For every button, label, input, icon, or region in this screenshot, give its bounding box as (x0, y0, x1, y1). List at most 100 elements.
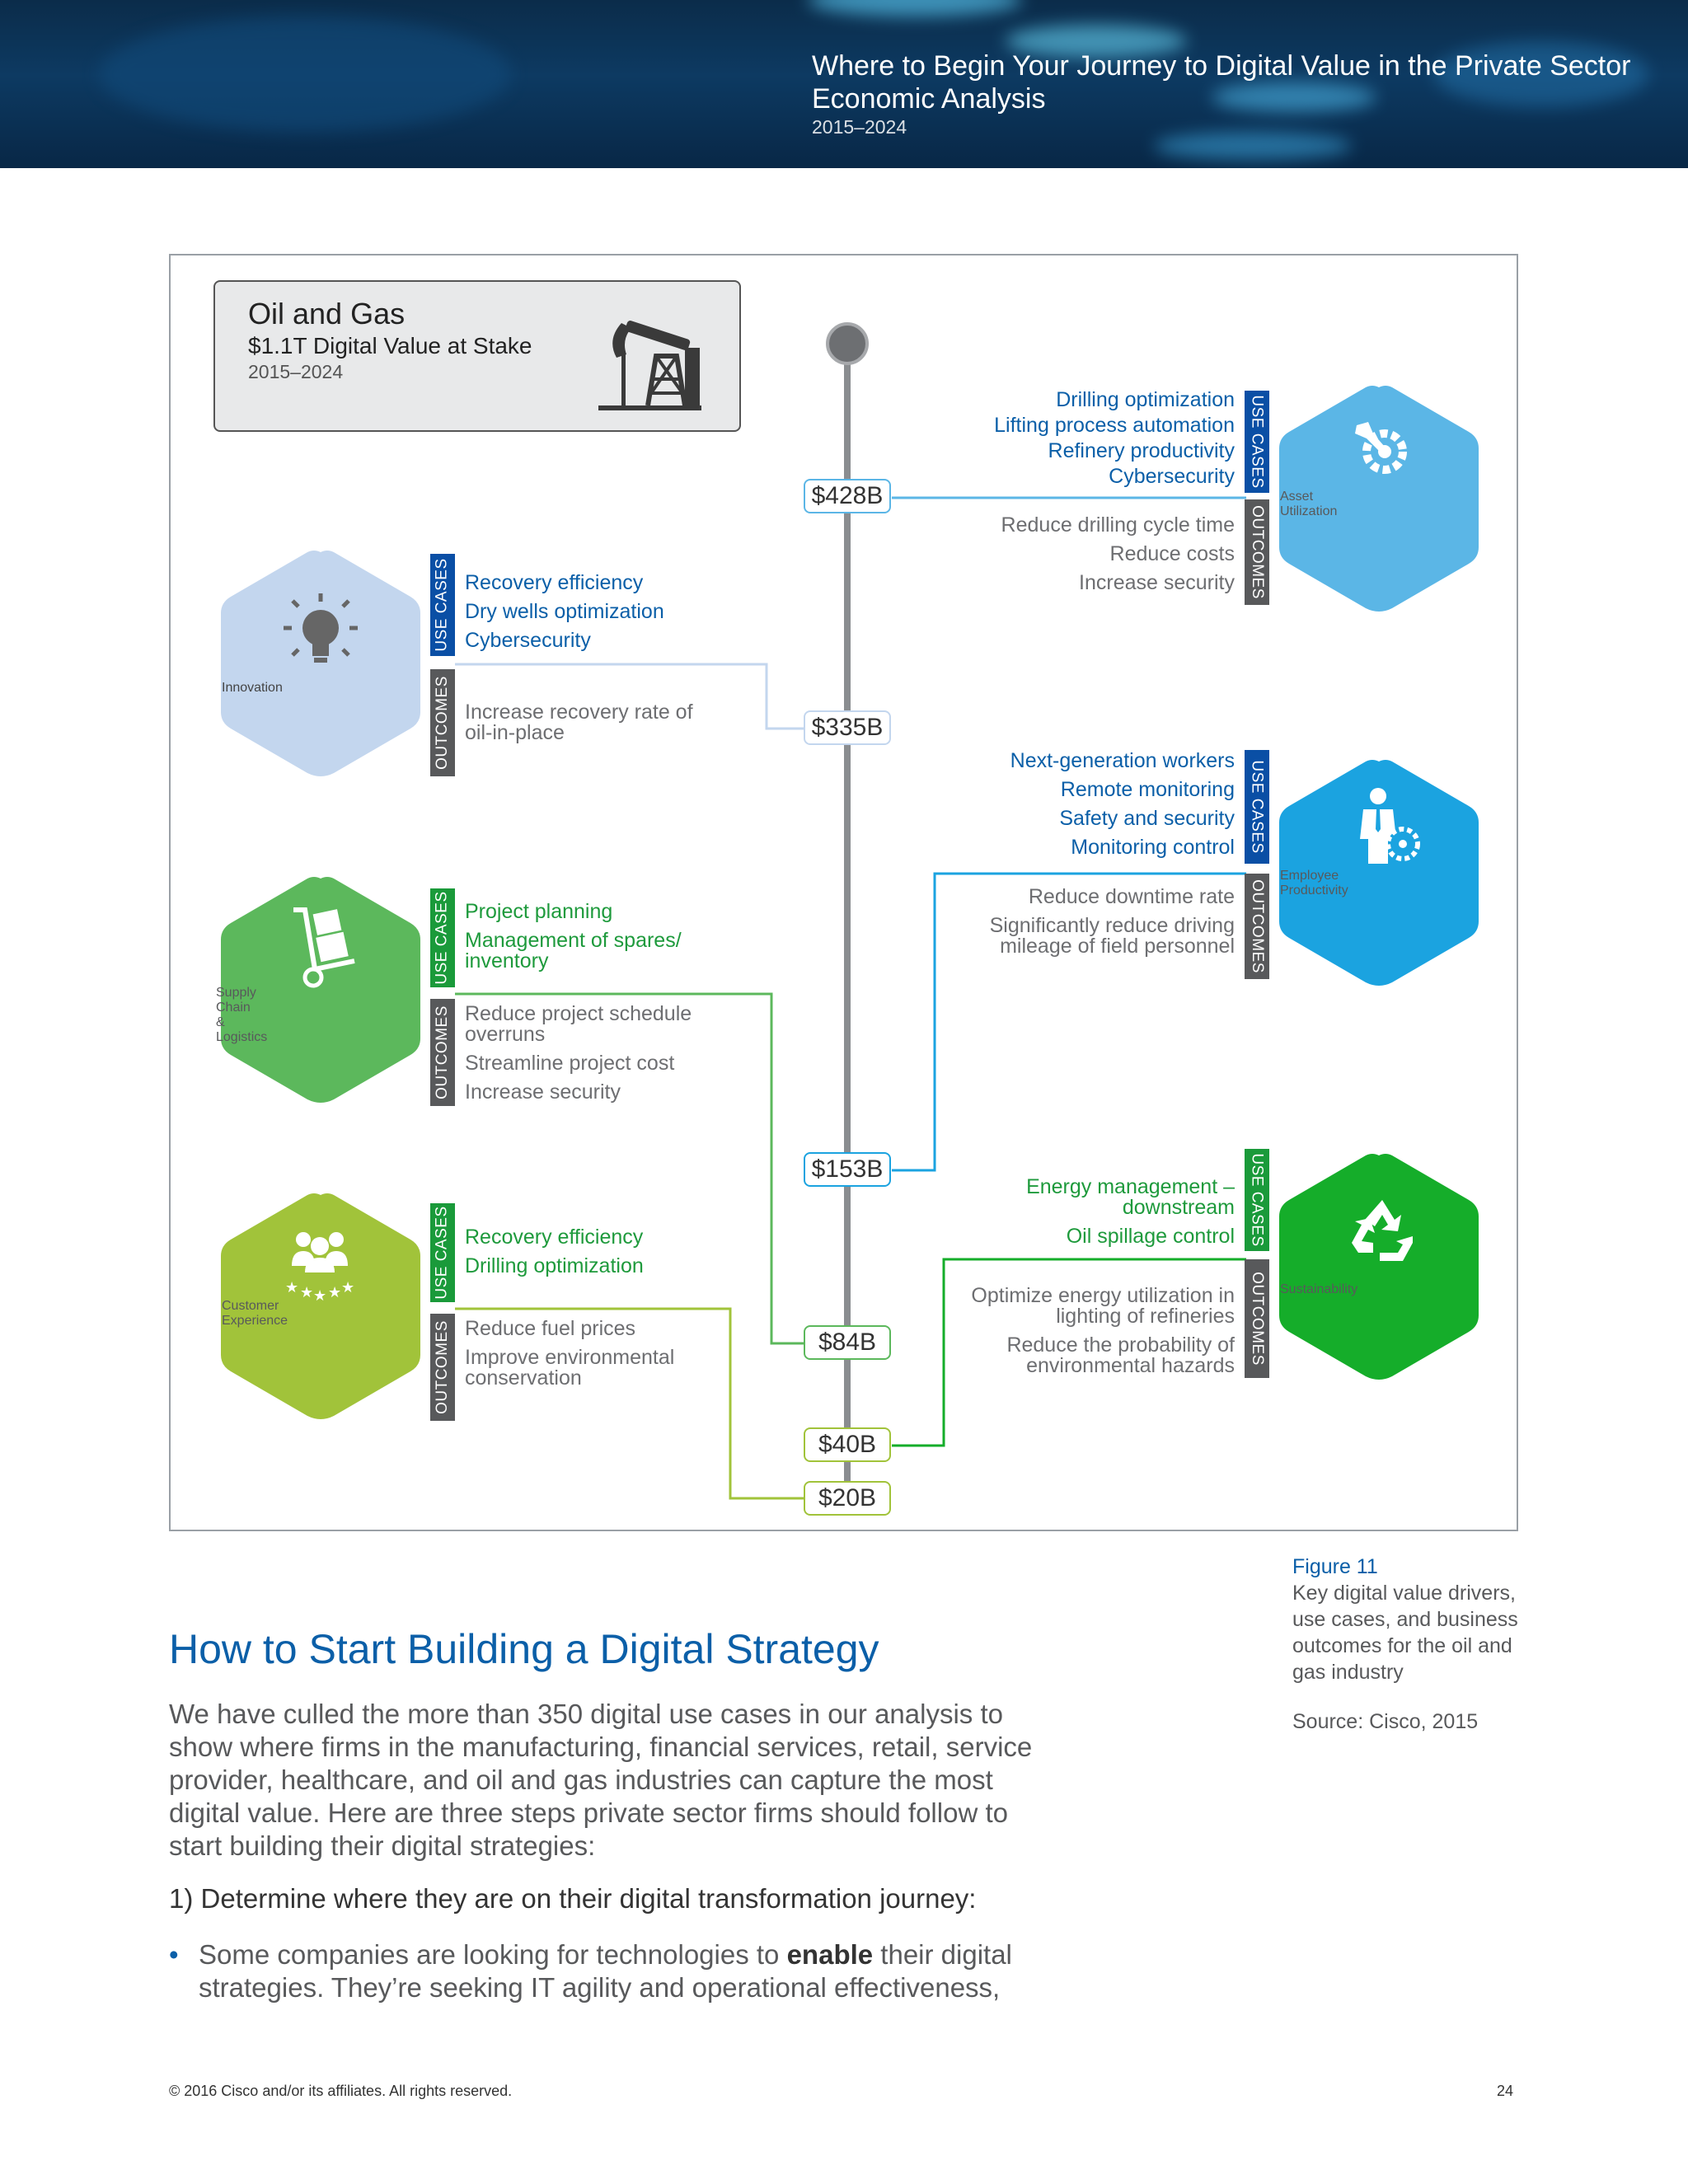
use-case-list: Recovery efficiency Dry wells optimizati… (465, 569, 795, 655)
svg-text:★: ★ (285, 1279, 298, 1296)
figure-subtitle: $1.1T Digital Value at Stake (248, 333, 532, 359)
outcome-item: environmental hazards (1026, 1354, 1235, 1377)
hexagon-supply (221, 877, 420, 1103)
outcome-item: lighting of refineries (1056, 1305, 1235, 1328)
hexagon-customer (221, 1193, 420, 1419)
use-case-item: Safety and security (1059, 807, 1235, 830)
header-years: 2015–2024 (812, 116, 907, 138)
footer-copyright: © 2016 Cisco and/or its affiliates. All … (169, 2083, 513, 2099)
outcome-list: Reduce downtime rate Significantly reduc… (905, 887, 1235, 957)
page-number: 24 (1497, 2083, 1514, 2099)
driver-name-line1: Sustainability (1280, 1282, 1358, 1296)
use-case-item: Monitoring control (1071, 836, 1235, 859)
use-cases-tag-text: USE CASES (434, 1206, 452, 1300)
use-cases-tag-text: USE CASES (1249, 760, 1267, 854)
section-heading: How to Start Building a Digital Strategy (169, 1626, 879, 1672)
use-case-item: Recovery efficiency (465, 571, 644, 594)
bullet-dot-icon: • (169, 1939, 179, 1970)
outcome-item: Reduce fuel prices (465, 1317, 636, 1340)
bullet-text-post: their digital strategies. They’re seekin… (199, 1939, 1012, 2003)
driver-name: Asset Utilization (1280, 490, 1337, 519)
figure-title: Oil and Gas (248, 297, 406, 330)
use-case-item: inventory (465, 949, 549, 972)
step-heading: 1) Determine where they are on their dig… (169, 1883, 977, 1914)
use-cases-tag: USE CASES (1245, 750, 1269, 864)
supply-connector (455, 992, 809, 1345)
outcome-item: Improve environmental (465, 1346, 675, 1369)
use-case-item: Oil spillage control (1066, 1225, 1235, 1248)
use-case-list: Next-generation workers Remote monitorin… (905, 747, 1235, 862)
driver-name-line1: Innovation (222, 681, 283, 695)
outcome-list: Reduce project schedule overruns Streaml… (465, 1004, 795, 1103)
outcome-item: Significantly reduce driving (989, 914, 1235, 937)
header-title: Where to Begin Your Journey to Digital V… (812, 50, 1631, 82)
outcomes-tag: OUTCOMES (1245, 1259, 1269, 1378)
value-badge-40: $40B (804, 1427, 891, 1462)
outcomes-tag: OUTCOMES (430, 1314, 455, 1421)
bullet-text-pre: Some companies are looking for technolog… (199, 1939, 787, 1970)
use-case-item: Management of spares/ (465, 929, 682, 952)
use-case-item: Project planning (465, 900, 613, 923)
outcome-item: oil-in-place (465, 721, 565, 744)
svg-text:★: ★ (328, 1284, 341, 1301)
timeline-cap (826, 322, 869, 365)
svg-text:★: ★ (300, 1284, 313, 1301)
driver-name-line2: Utilization (1280, 504, 1338, 518)
driver-name: Innovation (222, 681, 283, 696)
outcome-item: Reduce the probability of (1006, 1333, 1235, 1357)
driver-name: Sustainability (1280, 1282, 1357, 1297)
use-cases-tag: USE CASES (430, 888, 455, 987)
outcome-list: Increase recovery rate of oil-in-place (465, 702, 795, 743)
use-case-list: Project planning Management of spares/ i… (465, 902, 795, 972)
use-cases-tag: USE CASES (430, 1203, 455, 1302)
use-case-item: Refinery productivity (1048, 439, 1235, 462)
outcomes-tag: OUTCOMES (430, 669, 455, 776)
employee-connector (892, 872, 1246, 1172)
value-badge-335: $335B (804, 710, 891, 745)
driver-name-line1: Supply Chain (216, 986, 256, 1015)
outcomes-tag-text: OUTCOMES (434, 676, 451, 770)
innovation-connector (455, 663, 809, 730)
outcomes-tag: OUTCOMES (1245, 499, 1269, 605)
hexagon-asset (1279, 386, 1479, 612)
hand-truck-icon (293, 907, 355, 988)
figure-number: Figure 11 (1292, 1555, 1378, 1578)
svg-text:★: ★ (313, 1287, 326, 1302)
use-case-item: Next-generation workers (1010, 749, 1235, 772)
outcomes-tag-text: OUTCOMES (1249, 505, 1266, 599)
bullet-item: • Some companies are looking for technol… (169, 1938, 1059, 2004)
outcome-list: Reduce fuel prices Improve environmental… (465, 1319, 795, 1389)
use-cases-tag-text: USE CASES (434, 891, 452, 985)
use-case-item: Dry wells optimization (465, 600, 664, 623)
use-case-list: Recovery efficiency Drilling optimizatio… (465, 1223, 795, 1281)
value-badge-428: $428B (804, 479, 891, 513)
gear-wrench-icon (1355, 422, 1407, 474)
use-cases-tag-text: USE CASES (1249, 395, 1267, 489)
outcome-item: overruns (465, 1023, 546, 1046)
value-badge-153: $153B (804, 1152, 891, 1187)
driver-name-line2: & Logistics (216, 1015, 268, 1044)
oil-pump-icon (598, 321, 701, 410)
caption-source: Source: Cisco, 2015 (1292, 1710, 1479, 1733)
worker-gear-icon (1360, 788, 1420, 864)
sustainability-connector (892, 1258, 1246, 1447)
outcome-item: Reduce drilling cycle time (1001, 513, 1235, 537)
outcome-item: Increase security (1079, 571, 1235, 594)
bullet-text-bold: enable (786, 1939, 874, 1970)
driver-name: Supply Chain & Logistics (216, 986, 267, 1045)
use-case-item: Cybersecurity (465, 629, 591, 652)
use-cases-tag: USE CASES (1245, 391, 1269, 493)
figure-years: 2015–2024 (248, 361, 344, 382)
use-cases-tag-text: USE CASES (1249, 1153, 1267, 1247)
outcome-item: Reduce project schedule (465, 1002, 692, 1025)
use-case-item: Energy management – (1026, 1175, 1235, 1198)
hexagon-sustainability (1279, 1154, 1479, 1380)
header-banner (0, 0, 1688, 168)
use-case-list: Drilling optimization Lifting process au… (905, 387, 1235, 490)
outcomes-tag: OUTCOMES (1245, 874, 1269, 979)
outcome-item: Streamline project cost (465, 1052, 675, 1075)
use-case-item: Lifting process automation (994, 414, 1235, 437)
driver-name: Employee Productivity (1280, 869, 1348, 898)
customers-stars-icon: ★ ★ ★ ★ ★ (285, 1232, 354, 1302)
